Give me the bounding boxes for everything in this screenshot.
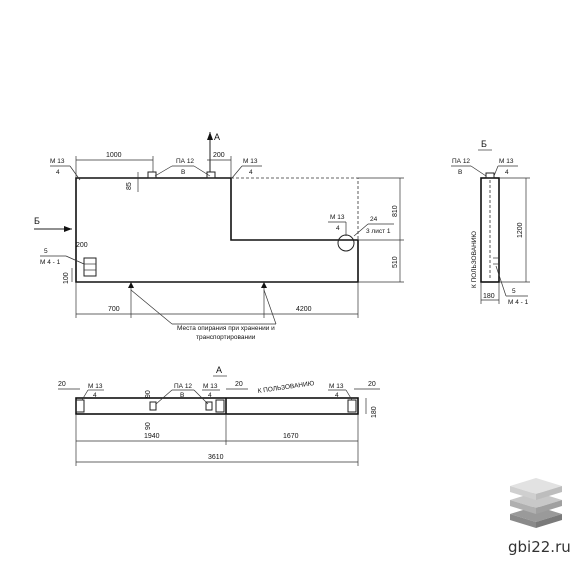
plan-plate-left (75, 399, 85, 413)
mark-m13-tr: М 13 (243, 158, 258, 165)
plan-m13-1: М 13 (88, 383, 103, 390)
dim-1000: 1000 (106, 152, 122, 159)
dim-20-right: 20 (368, 381, 376, 388)
dim-4200: 4200 (296, 306, 312, 313)
sheet-reference: 3 лист 1 (366, 228, 391, 235)
mark-4-side: 4 (505, 169, 509, 176)
plan-loop-2 (205, 401, 213, 411)
plan-m13-2: М 13 (203, 383, 218, 390)
section-b-arrow (64, 226, 72, 232)
plan-b: В (180, 392, 184, 399)
section-a-arrow (207, 132, 213, 140)
mark-pa12-front: ПА 12 (176, 158, 194, 165)
brand-logo (510, 478, 562, 528)
dim-20-left: 20 (58, 381, 66, 388)
dim-1200: 1200 (517, 222, 524, 238)
dim-90-top: 90 (145, 390, 152, 398)
note-leader-left (130, 289, 173, 325)
section-a-title: А (216, 365, 222, 375)
dim-100-left: 100 (63, 272, 70, 284)
callout-24: 24 (370, 216, 378, 223)
plan-loop-1 (149, 401, 157, 411)
side-vertical-text: К ПОЛЬЗОВАНИЮ (471, 231, 478, 288)
plan-4-2: 4 (208, 392, 212, 399)
plan-label: К ПОЛЬЗОВАНИЮ (257, 380, 315, 395)
embedded-plate-left (83, 257, 97, 277)
mark-pa12-side: ПА 12 (452, 158, 470, 165)
lifting-loop-left (147, 171, 157, 179)
plan-m13-3: М 13 (329, 383, 344, 390)
dim-510: 510 (392, 256, 399, 268)
plan-4-1: 4 (93, 392, 97, 399)
mark-m13-tl: М 13 (50, 158, 65, 165)
dim-3610: 3610 (208, 454, 224, 461)
dim-180-plan: 180 (371, 406, 378, 418)
side-view: Б 1200 180 ПА 12 В М 13 4 5 М 4 - 1 К ПО… (451, 139, 530, 306)
section-b-label-front: Б (34, 216, 40, 226)
dim-810: 810 (392, 205, 399, 217)
plan-4-3: 4 (335, 392, 339, 399)
mark-m41-side: М 4 - 1 (508, 299, 529, 306)
dim-700: 700 (108, 306, 120, 313)
mark-4-right: 4 (336, 225, 340, 232)
mark-m41-front: М 4 - 1 (40, 259, 61, 266)
dim-85: 85 (126, 182, 133, 190)
section-b-title: Б (481, 139, 487, 149)
dim-90-bottom: 90 (145, 422, 152, 430)
mark-b-side: В (458, 169, 462, 176)
detail-callout-circle (337, 234, 355, 252)
lifting-loop-right (206, 171, 216, 179)
mark-5-side: 5 (512, 288, 516, 295)
dim-1670: 1670 (283, 433, 299, 440)
mark-m13-right: М 13 (330, 214, 345, 221)
dim-200-top: 200 (213, 152, 225, 159)
support-note-line2: транспортировании (196, 334, 256, 341)
mark-4-tl: 4 (56, 169, 60, 176)
plan-plate-mid (215, 399, 225, 413)
front-view: А Б 1000 200 85 810 510 700 4200 (34, 132, 404, 341)
dim-180-side: 180 (483, 293, 495, 300)
mark-5-front: 5 (44, 248, 48, 255)
support-note-line1: Места опирания при хранении и (177, 325, 275, 332)
mark-b-front: В (181, 169, 185, 176)
section-a-label: А (214, 132, 220, 142)
dim-200-left: 200 (76, 242, 88, 249)
plan-plate-right (347, 399, 357, 413)
mark-m13-side: М 13 (499, 158, 514, 165)
dim-20-mid: 20 (235, 381, 243, 388)
plan-view: А 20 20 20 90 90 180 М 13 4 ПА 12 В М (58, 365, 380, 466)
plan-pa12: ПА 12 (174, 383, 192, 390)
brand-text: gbi22.ru (508, 538, 571, 556)
front-outline (75, 177, 359, 283)
note-leader-right (263, 289, 277, 325)
dim-1940: 1940 (144, 433, 160, 440)
mark-4-tr: 4 (249, 169, 253, 176)
